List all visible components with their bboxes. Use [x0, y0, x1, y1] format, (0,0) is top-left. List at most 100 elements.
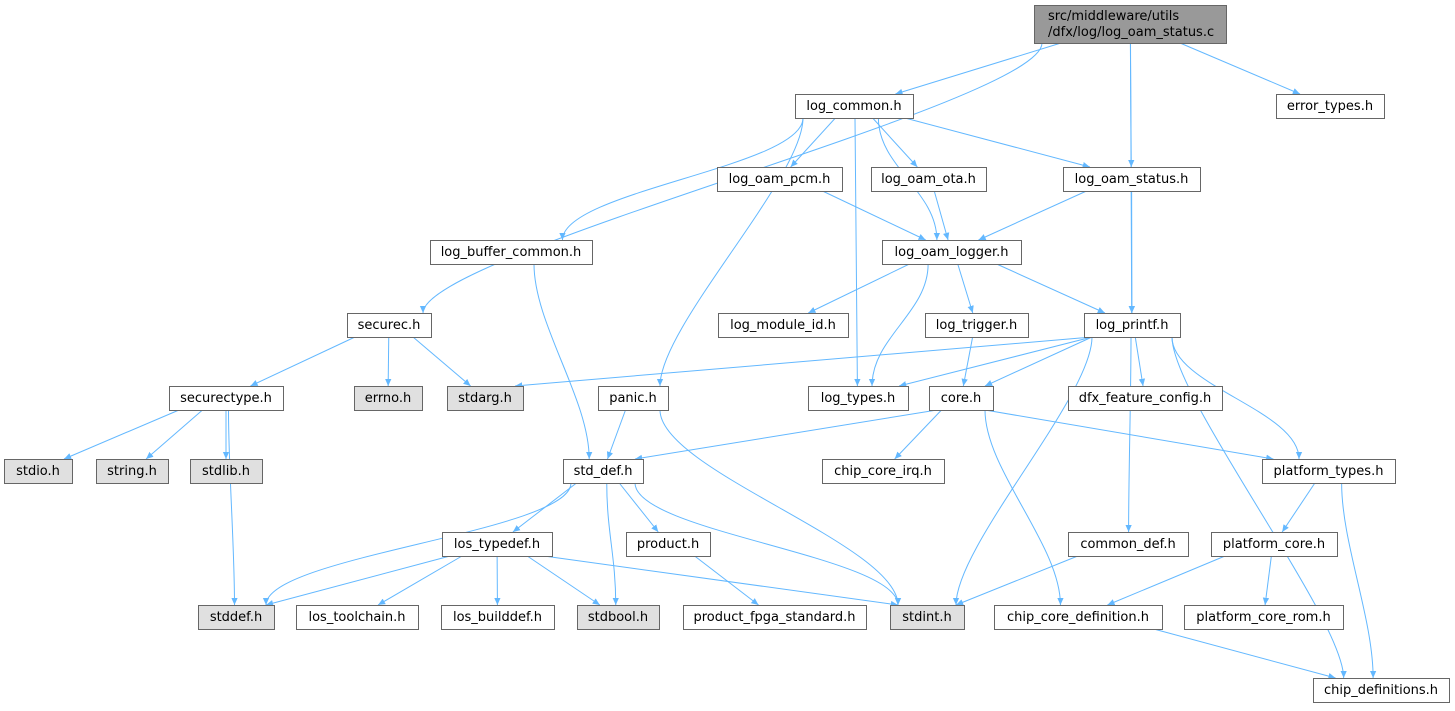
- node-label: chip_definitions.h: [1324, 683, 1438, 698]
- node-platform-types[interactable]: platform_types.h: [1262, 459, 1396, 484]
- node-chip-definitions[interactable]: chip_definitions.h: [1313, 678, 1450, 703]
- edge-log_oam_logger-to-log_module_id: [808, 263, 910, 314]
- edge-log_common-to-panic: [656, 117, 804, 387]
- node-log-oam-status[interactable]: log_oam_status.h: [1063, 167, 1201, 192]
- edge-core-to-std_def: [634, 409, 938, 462]
- edge-platform_types-to-platform_core: [1281, 482, 1316, 533]
- node-label: platform_core.h: [1223, 537, 1325, 552]
- node-log-oam-pcm[interactable]: log_oam_pcm.h: [717, 167, 843, 192]
- edge-log_printf-to-stdint: [952, 336, 1093, 606]
- node-label: los_typedef.h: [454, 537, 540, 552]
- node-label: log_module_id.h: [730, 318, 836, 333]
- node-log-module-id[interactable]: log_module_id.h: [718, 313, 849, 338]
- node-log-common[interactable]: log_common.h: [795, 94, 914, 119]
- edge-std_def-to-stdbool: [606, 482, 619, 606]
- node-label: stdlib.h: [202, 464, 250, 479]
- node-box: [1211, 532, 1338, 557]
- edge-securec-to-errno: [385, 336, 392, 387]
- node-label: std_def.h: [574, 464, 633, 479]
- node-label: error_types.h: [1287, 99, 1373, 114]
- node-box: [626, 532, 711, 557]
- edge-panic-to-stdint: [659, 409, 902, 606]
- node-platform-core[interactable]: platform_core.h: [1211, 532, 1338, 557]
- node-core[interactable]: core.h: [929, 386, 994, 411]
- edge-product-to-product_fpga_standard: [694, 555, 759, 606]
- node-box: [447, 386, 524, 411]
- node-label: log_common.h: [806, 99, 901, 114]
- node-box: [96, 459, 169, 484]
- node-stdbool: stdbool.h: [577, 605, 660, 630]
- node-label: /dfx/log/log_oam_status.c: [1048, 25, 1214, 40]
- node-label: log_oam_status.h: [1075, 172, 1189, 187]
- edge-log_oam_logger-to-log_types: [868, 263, 929, 387]
- node-box: [296, 605, 419, 630]
- node-label: stddef.h: [210, 610, 262, 625]
- edge-los_typedef-to-stdint: [543, 555, 899, 608]
- node-product[interactable]: product.h: [626, 532, 711, 557]
- node-product-fpga-standard[interactable]: product_fpga_standard.h: [683, 605, 867, 630]
- node-los-toolchain[interactable]: los_toolchain.h: [296, 605, 419, 630]
- node-platform-core-rom[interactable]: platform_core_rom.h: [1184, 605, 1344, 630]
- edge-log_trigger-to-core: [961, 336, 974, 387]
- edge-securectype-to-stddef: [228, 409, 238, 606]
- node-los-builddef[interactable]: los_builddef.h: [441, 605, 555, 630]
- node-box: [718, 313, 849, 338]
- node-stddef: stddef.h: [198, 605, 275, 630]
- edge-log_printf-to-dfx_feature_config: [1134, 336, 1146, 387]
- node-label: dfx_feature_config.h: [1079, 391, 1212, 406]
- node-log-oam-ota[interactable]: log_oam_ota.h: [871, 167, 987, 192]
- node-box: [717, 167, 843, 192]
- edge-log_oam_logger-to-log_trigger: [957, 263, 974, 314]
- node-securectype[interactable]: securectype.h: [169, 386, 284, 411]
- node-label: src/middleware/utils: [1048, 9, 1179, 24]
- edge-chip_core_definition-to-chip_definitions: [1153, 628, 1336, 680]
- node-label: stdarg.h: [458, 391, 512, 406]
- node-panic[interactable]: panic.h: [598, 386, 669, 411]
- node-label: chip_core_definition.h: [1007, 610, 1149, 625]
- node-box: [925, 313, 1029, 338]
- node-box: [1313, 678, 1450, 703]
- node-chip-core-definition[interactable]: chip_core_definition.h: [994, 605, 1163, 630]
- node-securec[interactable]: securec.h: [347, 313, 432, 338]
- node-box: [190, 459, 263, 484]
- edge-log_printf-to-chip_definitions: [1171, 336, 1347, 679]
- edge-log_common-to-log_types: [854, 117, 861, 387]
- node-log-types[interactable]: log_types.h: [808, 386, 909, 411]
- edge-securectype-to-string: [145, 409, 203, 460]
- edge-log_common-to-log_oam_pcm: [790, 117, 836, 168]
- node-box: [563, 459, 644, 484]
- edge-log_common-to-log_oam_ota: [872, 117, 918, 168]
- node-label: core.h: [941, 391, 982, 406]
- node-box: [1068, 386, 1223, 411]
- edge-root-to-log_common: [895, 42, 1062, 95]
- node-dfx-feature-config[interactable]: dfx_feature_config.h: [1068, 386, 1223, 411]
- node-log-buffer-common[interactable]: log_buffer_common.h: [430, 240, 593, 265]
- edge-securec-to-stdarg: [412, 336, 471, 387]
- edge-log_oam_pcm-to-log_oam_logger: [822, 190, 926, 241]
- node-label: errno.h: [365, 391, 412, 406]
- node-label: log_trigger.h: [936, 318, 1017, 333]
- node-label: securec.h: [358, 318, 421, 333]
- node-label: log_printf.h: [1096, 318, 1169, 333]
- node-stdint: stdint.h: [890, 605, 965, 630]
- node-chip-core-irq[interactable]: chip_core_irq.h: [822, 459, 945, 484]
- node-box: [1262, 459, 1396, 484]
- edge-los_typedef-to-los_toolchain: [377, 555, 463, 606]
- edge-common_def-to-stdint: [955, 555, 1078, 606]
- node-label: panic.h: [609, 391, 657, 406]
- node-box: [929, 386, 994, 411]
- edge-log_buffer_common-to-std_def: [533, 263, 593, 460]
- node-box: [354, 386, 423, 411]
- edge-log_oam_logger-to-log_printf: [996, 263, 1106, 314]
- edge-securec-to-securectype: [250, 336, 356, 387]
- node-log-printf[interactable]: log_printf.h: [1084, 313, 1181, 338]
- node-common-def[interactable]: common_def.h: [1068, 532, 1189, 557]
- node-error-types[interactable]: error_types.h: [1276, 94, 1385, 119]
- node-los-typedef[interactable]: los_typedef.h: [442, 532, 553, 557]
- node-box: [1034, 5, 1227, 44]
- node-log-oam-logger[interactable]: log_oam_logger.h: [882, 240, 1022, 265]
- node-box: [890, 605, 965, 630]
- node-log-trigger[interactable]: log_trigger.h: [925, 313, 1029, 338]
- node-std-def[interactable]: std_def.h: [563, 459, 644, 484]
